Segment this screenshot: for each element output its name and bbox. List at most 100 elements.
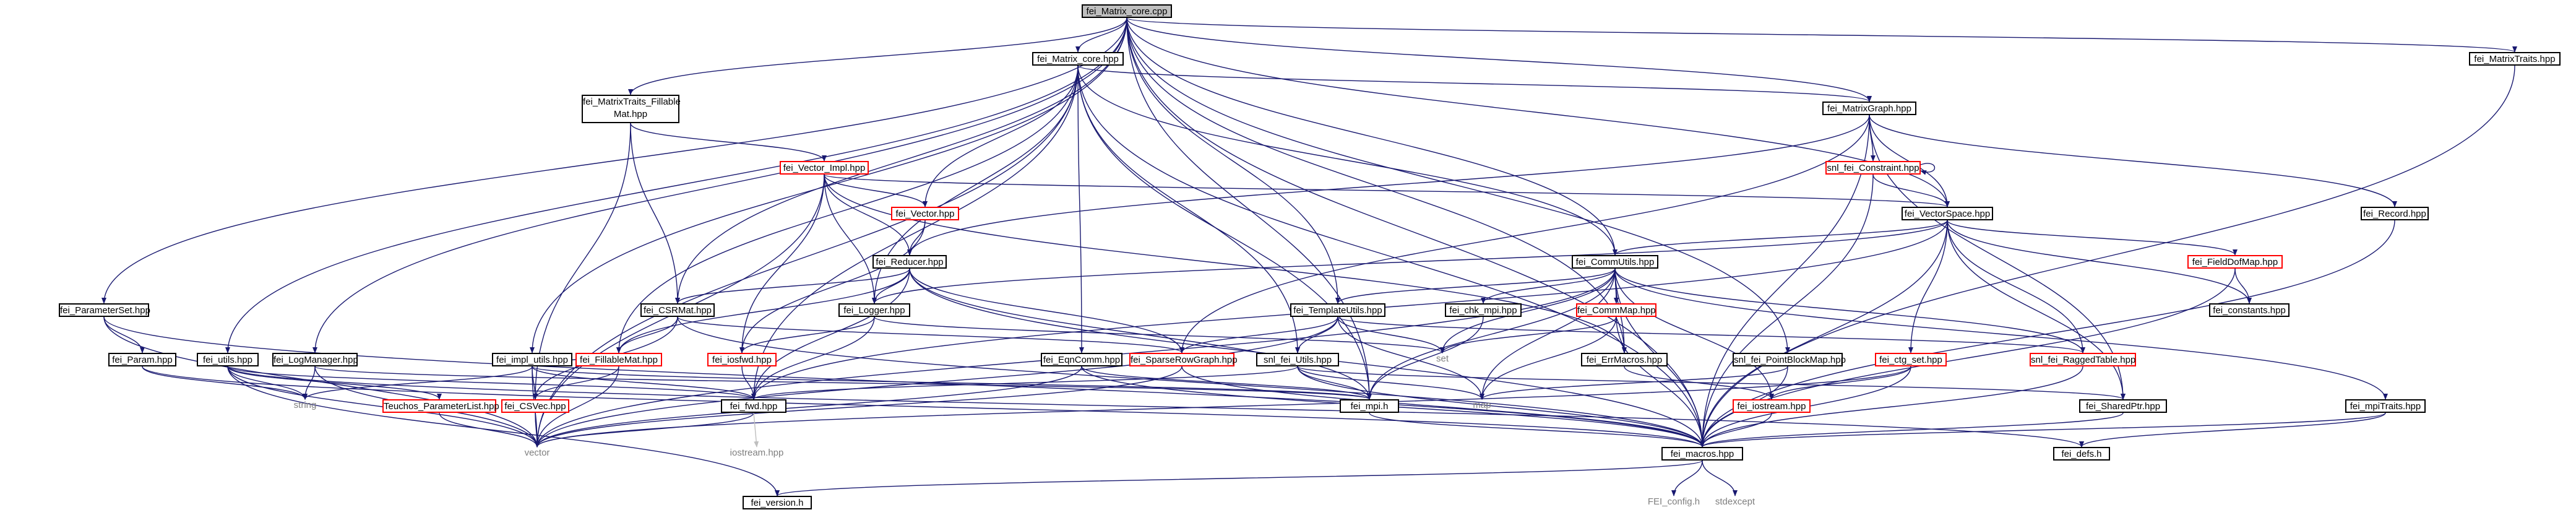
edge-fei-vectorspace-hpp-to-fei-constants-hpp [1947,220,2252,304]
edge-fei-parameterset-hpp-to-fei-param-hpp [103,316,145,353]
node-fei-fielddofmap-hpp[interactable]: fei_FieldDofMap.hpp [2187,255,2283,269]
node-iostream-hpp[interactable]: iostream.hpp [730,448,784,458]
node-string[interactable]: string [293,400,317,410]
node-fei-vector-impl-hpp[interactable]: fei_Vector_Impl.hpp [780,161,869,175]
edge-fei-impl-utils-hpp-to-fei-mpi-h [532,366,1372,400]
node-set[interactable]: set [1436,353,1449,364]
edge-fei-param-hpp-to-fei-macros-hpp [142,366,1705,448]
node-fei-commmap-hpp[interactable]: fei_CommMap.hpp [1576,303,1656,317]
edge-fei-matrix-core-cpp-to-fei-matrixtraits-hpp [1126,17,2517,53]
edge-fei-commutils-hpp-to-fei-mpitraits-hpp [1614,268,2388,400]
node-teuchos-parameterlist-hpp[interactable]: Teuchos_ParameterList.hpp [382,399,499,413]
node-snl-fei-pointblockmap-hpp[interactable]: snl_fei_PointBlockMap.hpp [1733,353,1846,366]
edge-fei-templateutils-hpp-to-vector [535,316,1338,448]
edge-fei-vectorspace-hpp-to-fei-commutils-hpp [1613,220,1948,256]
edge-fei-matrix-core-cpp-to-fei-templateutils-hpp [1126,17,1340,304]
node-map[interactable]: map [1473,400,1491,410]
edge-fei-vector-impl-hpp-to-fei-logger-hpp [824,174,877,304]
edge-snl-fei-utils-hpp-to-fei-sharedptr-hpp [1297,366,2126,400]
edge-snl-fei-utils-hpp-to-fei-macros-hpp [1297,366,1705,448]
edge-fei-commmap-hpp-to-set [1440,316,1617,353]
edge-fei-utils-hpp-to-fei-defs-h [227,366,2084,448]
edge-fei-templateutils-hpp-to-map [1337,316,1484,400]
node-fei-mpi-h[interactable]: fei_mpi.h [1340,399,1399,413]
edge-fei-vector-impl-hpp-to-fei-iosfwd-hpp [739,174,825,353]
node-fei-chk-mpi-hpp[interactable]: fei_chk_mpi.hpp [1445,303,1522,317]
node-fei-errmacros-hpp[interactable]: fei_ErrMacros.hpp [1581,353,1668,366]
edge-fei-commutils-hpp-to-fei-chk-mpi-hpp [1481,268,1616,304]
edge-fei-vectorspace-hpp-to-fei-fielddofmap-hpp [1947,220,2238,256]
edge-fei-csrmat-hpp-to-fei-macros-hpp [677,316,1705,448]
edge-fei-vector-hpp-to-fei-reducer-hpp [907,220,926,256]
edge-fei-matrix-core-cpp-to-fei-impl-utils-hpp [530,17,1127,353]
edge-fei-vector-hpp-to-fei-iosfwd-hpp [739,220,926,353]
node-snl-fei-constraint-hpp[interactable]: snl_fei_Constraint.hpp [1825,161,1921,175]
node-fei-fwd-hpp[interactable]: fei_fwd.hpp [721,399,786,413]
node-fei-matrixgraph-hpp[interactable]: fei_MatrixGraph.hpp [1822,102,1916,115]
node-fei-logger-hpp[interactable]: fei_Logger.hpp [838,303,910,317]
edge-fei-matrixgraph-hpp-to-fei-reducer-hpp [907,115,1870,256]
edge-fei-ctg-set-hpp-to-fei-iostream-hpp [1769,366,1911,400]
node-fei-iostream-hpp[interactable]: fei_iostream.hpp [1733,399,1811,413]
node-fei-macros-hpp[interactable]: fei_macros.hpp [1661,447,1743,461]
edge-fei-commutils-hpp-to-fei-templateutils-hpp [1335,268,1616,304]
node-fei-mpitraits-hpp[interactable]: fei_mpiTraits.hpp [2345,399,2426,413]
edge-fei-vector-impl-hpp-to-fei-vectorspace-hpp [824,174,1950,207]
node-fei-sparserowgraph-hpp[interactable]: fei_SparseRowGraph.hpp [1129,353,1238,366]
node-fei-fillablemat-hpp[interactable]: fei_FillableMat.hpp [575,353,662,366]
edge-fei-macros-hpp-to-fei-config-h [1671,460,1703,496]
edge-fei-matrix-core-hpp-to-fei-macros-hpp [1077,65,1705,448]
edge-fei-reducer-hpp-to-fei-csrmat-hpp [675,268,910,304]
node-fei-csrmat-hpp[interactable]: fei_CSRMat.hpp [640,303,715,317]
edge-fei-templateutils-hpp-to-set [1337,316,1445,353]
node-fei-config-h[interactable]: FEI_config.h [1647,496,1700,507]
node-snl-fei-raggedtable-hpp[interactable]: snl_fei_RaggedTable.hpp [2030,353,2136,366]
node-fei-vectorspace-hpp[interactable]: fei_VectorSpace.hpp [1902,207,1993,220]
edge-fei-mpi-h-to-fei-macros-hpp [1369,412,1705,448]
node-fei-utils-hpp[interactable]: fei_utils.hpp [197,353,259,366]
node-fei-eqncomm-hpp[interactable]: fei_EqnComm.hpp [1041,353,1122,366]
edge-fei-csrmat-hpp-to-fei-sparserowgraph-hpp [677,316,1184,353]
node-fei-ctg-set-hpp[interactable]: fei_ctg_set.hpp [1875,353,1947,366]
edge-fei-fillablemat-hpp-to-fei-csvec-hpp [533,366,619,400]
node-fei-parameterset-hpp[interactable]: fei_ParameterSet.hpp [59,303,150,317]
edge-fei-chk-mpi-hpp-to-fei-mpi-h [1367,316,1484,400]
edge-fei-logger-hpp-to-fei-iosfwd-hpp [739,316,875,353]
edge-fei-matrix-core-hpp-to-fei-matrixgraph-hpp [1077,65,1872,102]
node-fei-iosfwd-hpp[interactable]: fei_iosfwd.hpp [707,353,777,366]
node-fei-matrix-core-cpp[interactable]: fei_Matrix_core.cpp [1082,4,1172,18]
node-fei-matrixtraits-fillablemat-hpp[interactable]: fei_MatrixTraits_Fillable Mat.hpp [582,95,681,123]
node-fei-constants-hpp[interactable]: fei_constants.hpp [2209,303,2290,317]
node-fei-vector-hpp[interactable]: fei_Vector.hpp [891,207,959,220]
node-vector[interactable]: vector [524,448,550,458]
node-stdexcept[interactable]: stdexcept [1715,496,1755,507]
node-fei-reducer-hpp[interactable]: fei_Reducer.hpp [872,255,947,269]
edge-fei-impl-utils-hpp-to-fei-fwd-hpp [532,366,756,400]
node-fei-csvec-hpp[interactable]: fei_CSVec.hpp [501,399,569,413]
node-fei-defs-h[interactable]: fei_defs.h [2053,447,2110,461]
node-fei-record-hpp[interactable]: fei_Record.hpp [2361,207,2429,220]
node-fei-commutils-hpp[interactable]: fei_CommUtils.hpp [1572,255,1658,269]
node-fei-matrixtraits-hpp[interactable]: fei_MatrixTraits.hpp [2469,52,2561,66]
node-fei-version-h[interactable]: fei_version.h [743,496,812,509]
edge-snl-fei-utils-hpp-to-map [1297,366,1484,400]
edge-fei-matrix-core-hpp-to-vector [535,65,1079,448]
edge-fei-mpitraits-hpp-to-fei-defs-h [2079,412,2386,448]
edge-fei-macros-hpp-to-stdexcept [1702,460,1738,496]
edge-fei-commutils-hpp-to-set [1440,268,1616,353]
edge-fei-matrix-core-hpp-to-fei-mpi-h [1077,65,1372,400]
node-snl-fei-utils-hpp[interactable]: snl_fei_Utils.hpp [1256,353,1339,366]
node-fei-impl-utils-hpp[interactable]: fei_impl_utils.hpp [492,353,572,366]
edge-fei-commutils-hpp-to-fei-iostream-hpp [1614,268,1774,400]
edge-fei-matrix-core-cpp-to-fei-logmanager-hpp [312,17,1127,353]
edge-fei-matrixtraits-fillablemat-hpp-to-fei-vector-impl-hpp [630,123,827,162]
node-fei-param-hpp[interactable]: fei_Param.hpp [108,353,176,366]
node-fei-templateutils-hpp[interactable]: fei_TemplateUtils.hpp [1290,303,1385,317]
node-fei-logmanager-hpp[interactable]: fei_LogManager.hpp [272,353,358,366]
edge-fei-commutils-hpp-to-fei-mpi-h [1367,268,1616,400]
edge-fei-matrix-core-hpp-to-fei-fillablemat-hpp [616,65,1079,353]
node-fillable-line-2: Mat.hpp [613,109,648,119]
node-fei-sharedptr-hpp[interactable]: fei_SharedPtr.hpp [2079,399,2167,413]
edge-fei-mpitraits-hpp-to-fei-macros-hpp [1700,412,2386,448]
node-fei-matrix-core-hpp[interactable]: fei_Matrix_core.hpp [1032,52,1124,66]
